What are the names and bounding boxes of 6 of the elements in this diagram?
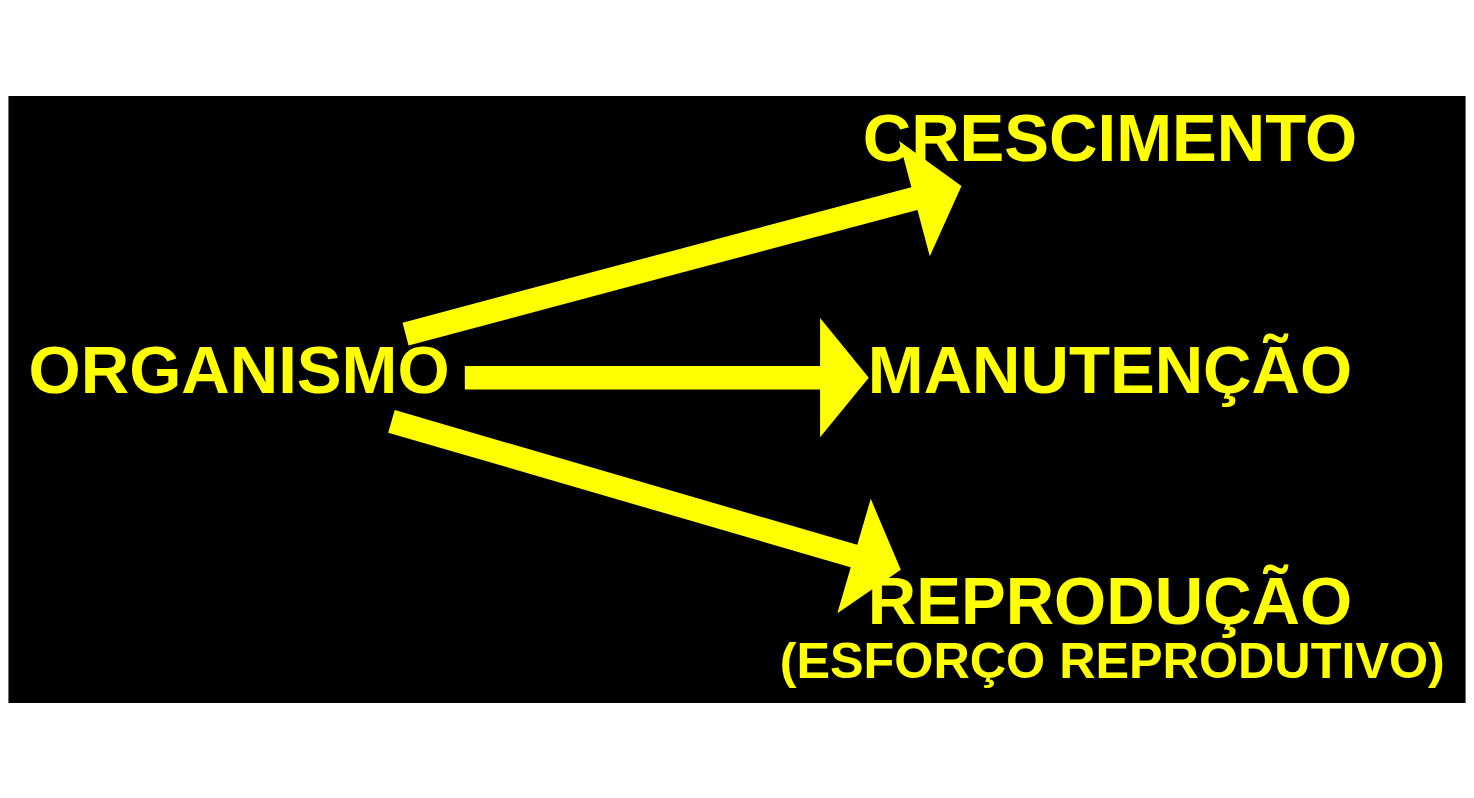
node-text: CRESCIMENTO [862,99,1358,175]
arrow [388,409,901,613]
node-text: REPRODUÇÃO (ESFORÇO REPRODUTIVO) [779,562,1445,689]
node-text: ORGANISMO [28,331,450,407]
node-text: MANUTENÇÃO [867,331,1353,407]
arrow [402,140,962,345]
